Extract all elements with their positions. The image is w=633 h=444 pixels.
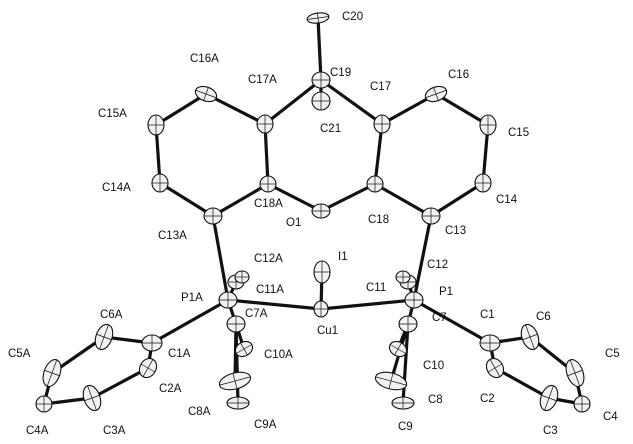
bond-c13-c18 bbox=[375, 184, 431, 216]
atom-label-c2: C2 bbox=[480, 393, 495, 405]
atom-c16 bbox=[423, 84, 448, 105]
atom-label-c10a: C10A bbox=[264, 349, 293, 361]
bond-p1-cu1 bbox=[321, 300, 414, 309]
atom-c12 bbox=[396, 271, 410, 283]
atom-c15 bbox=[480, 115, 496, 135]
atom-label-c8a: C8A bbox=[188, 406, 211, 418]
atom-c5a bbox=[40, 357, 65, 389]
atom-c9 bbox=[392, 397, 414, 409]
bond-c16-c15 bbox=[436, 94, 488, 125]
atom-i1 bbox=[314, 261, 330, 283]
bond-p1a-c1a bbox=[152, 300, 228, 343]
atom-c18a bbox=[260, 176, 276, 192]
atom-c13a bbox=[204, 208, 222, 224]
atom-label-c18: C18 bbox=[368, 214, 389, 226]
atom-label-i1: I1 bbox=[338, 251, 348, 263]
atom-c7a bbox=[227, 316, 245, 332]
atom-label-c20: C20 bbox=[342, 11, 363, 23]
atom-p1 bbox=[405, 292, 423, 308]
atom-label-c15: C15 bbox=[508, 127, 529, 139]
atom-c2 bbox=[483, 355, 507, 380]
atom-label-c6a: C6A bbox=[100, 309, 123, 321]
atom-o1 bbox=[312, 204, 330, 218]
atom-label-c2a: C2A bbox=[159, 383, 182, 395]
atom-c19 bbox=[312, 72, 330, 88]
atom-label-c17a: C17A bbox=[248, 74, 277, 86]
atom-label-c1a: C1A bbox=[168, 348, 191, 360]
bond-p1-c1 bbox=[414, 300, 490, 343]
bond-p1a-cu1 bbox=[228, 300, 321, 309]
atom-c6 bbox=[518, 322, 542, 352]
atom-label-c1: C1 bbox=[480, 309, 495, 321]
atom-c4 bbox=[574, 396, 590, 412]
atom-label-c5: C5 bbox=[605, 348, 620, 360]
atom-c3a bbox=[80, 383, 104, 413]
atom-label-c3a: C3A bbox=[103, 425, 126, 437]
atom-label-c14a: C14A bbox=[102, 182, 131, 194]
atom-c13 bbox=[422, 208, 440, 224]
atom-c21 bbox=[312, 92, 330, 110]
atom-label-c10: C10 bbox=[423, 360, 444, 372]
atom-label-c8: C8 bbox=[428, 394, 443, 406]
atom-label-c18a: C18A bbox=[254, 198, 283, 210]
atom-c4a bbox=[36, 396, 52, 412]
atom-label-c4a: C4A bbox=[26, 425, 49, 437]
atom-c17 bbox=[374, 115, 390, 133]
atom-label-c16: C16 bbox=[448, 69, 469, 81]
atom-label-c21: C21 bbox=[320, 123, 341, 135]
bond-c18-o1 bbox=[321, 184, 375, 211]
atom-c15a bbox=[148, 115, 164, 135]
atom-label-c19: C19 bbox=[330, 67, 351, 79]
atom-c20 bbox=[306, 12, 329, 25]
atom-c2a bbox=[136, 355, 160, 380]
atom-cu1 bbox=[314, 301, 328, 317]
atom-c14a bbox=[152, 174, 168, 192]
atom-label-c7: C7 bbox=[432, 312, 447, 324]
atom-label-cu1: Cu1 bbox=[317, 325, 338, 337]
atom-c18 bbox=[367, 176, 383, 192]
bond-c13-p1 bbox=[414, 216, 431, 300]
atom-label-p1a: P1A bbox=[181, 292, 203, 304]
bond-c14a-c13a bbox=[160, 183, 213, 216]
atom-c9a bbox=[227, 397, 249, 409]
bond-c20-c19 bbox=[318, 18, 321, 80]
atom-label-o1: O1 bbox=[286, 217, 301, 229]
atom-c5 bbox=[563, 357, 588, 389]
atom-label-c16a: C16A bbox=[190, 53, 219, 65]
atom-label-c13a: C13A bbox=[158, 230, 187, 242]
atom-label-c14: C14 bbox=[496, 194, 518, 206]
bond-c7a-c9a bbox=[236, 324, 238, 403]
atom-c14 bbox=[475, 174, 491, 192]
atom-c12a bbox=[235, 271, 249, 283]
atom-c8a bbox=[217, 369, 252, 393]
atom-c6a bbox=[92, 322, 116, 352]
atom-label-c15a: C15A bbox=[98, 108, 127, 120]
atom-label-c6: C6 bbox=[536, 311, 551, 323]
atom-label-c9a: C9A bbox=[254, 419, 277, 431]
atom-label-c5a: C5A bbox=[8, 348, 31, 360]
atom-label-c9: C9 bbox=[398, 421, 413, 433]
atom-label-c12: C12 bbox=[427, 259, 448, 271]
atom-c7 bbox=[399, 316, 417, 332]
atom-label-p1: P1 bbox=[439, 286, 453, 298]
atom-label-c11a: C11A bbox=[256, 284, 284, 296]
atom-c1 bbox=[480, 335, 500, 351]
atom-p1a bbox=[219, 292, 237, 308]
atom-label-c12a: C12A bbox=[254, 253, 283, 265]
atom-label-c3: C3 bbox=[543, 425, 558, 437]
atom-label-c4: C4 bbox=[603, 411, 618, 423]
atom-label-c11: C11 bbox=[366, 282, 386, 294]
atom-label-c17: C17 bbox=[370, 81, 391, 93]
bond-c13a-p1a bbox=[213, 216, 228, 300]
atom-label-c7a: C7A bbox=[245, 308, 268, 320]
atom-label-c13: C13 bbox=[445, 225, 466, 237]
atom-c3 bbox=[537, 383, 561, 413]
atom-c17a bbox=[257, 115, 273, 133]
atom-c1a bbox=[142, 335, 162, 351]
